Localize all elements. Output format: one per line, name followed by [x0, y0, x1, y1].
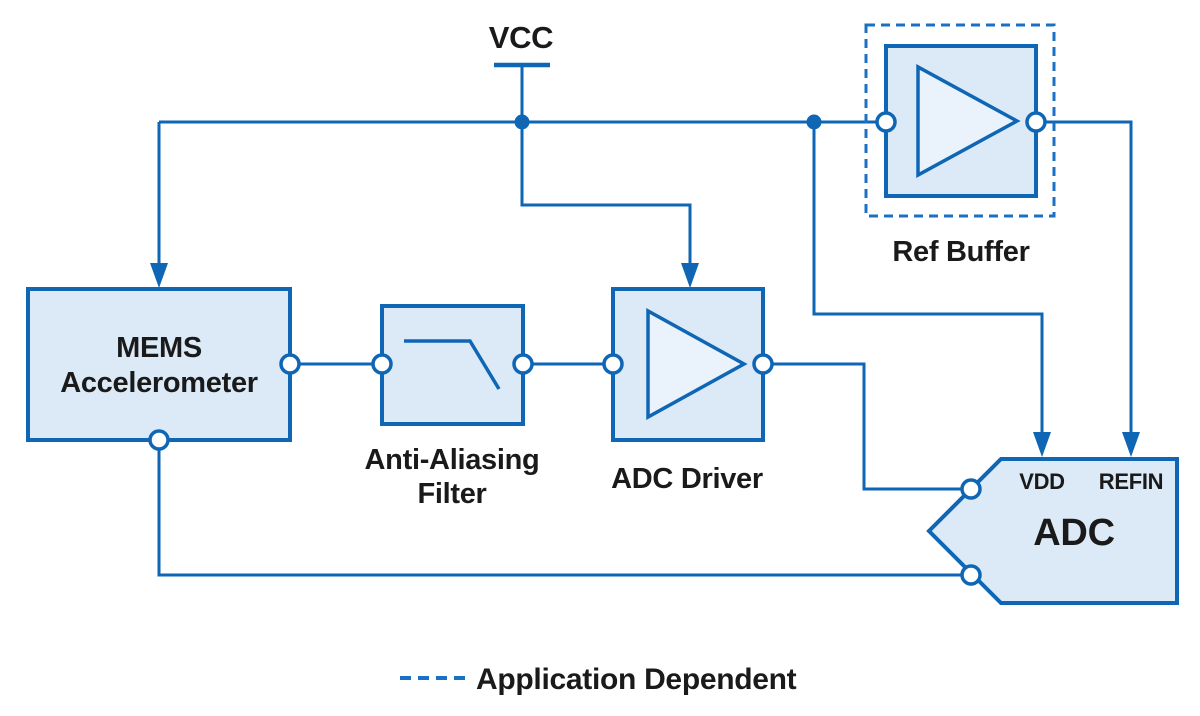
wire-driver-to-adc: [763, 362, 971, 491]
adc-pin-refin-label: REFIN: [1099, 469, 1164, 494]
mems-accelerometer-block: MEMS Accelerometer: [26, 287, 292, 442]
legend-label: Application Dependent: [476, 663, 797, 696]
anti-aliasing-filter-block: Anti-Aliasing Filter: [365, 304, 540, 510]
arrow-down-icon: [1122, 432, 1140, 457]
junction-dot: [514, 114, 530, 130]
arrowheads: [150, 263, 1140, 457]
wire-vcc-to-adc-driver: [520, 65, 692, 266]
mems-accelerometer-box: [26, 287, 292, 442]
application-dependent-outline: [864, 23, 1056, 218]
arrow-down-icon: [1033, 432, 1051, 457]
adc-block: VDD REFIN ADC: [926, 457, 1179, 605]
amplifier-triangle-icon: [646, 308, 748, 420]
mems-label-line2: Accelerometer: [60, 367, 258, 399]
vcc-label: VCC: [489, 20, 554, 55]
adc-label: ADC: [1033, 512, 1114, 554]
anti-aliasing-filter-box: [380, 304, 525, 426]
filter-output-port: [512, 353, 534, 375]
arrow-down-icon: [150, 263, 168, 288]
ref-buffer-label: Ref Buffer: [892, 236, 1029, 268]
buffer-triangle-icon: [916, 64, 1021, 178]
ref-buffer-block: Ref Buffer: [864, 23, 1056, 268]
lowpass-filter-icon: [404, 339, 501, 390]
driver-input-port: [602, 353, 624, 375]
adc-pin-vdd-label: VDD: [1019, 469, 1065, 494]
wire-supply-to-adc-vdd: [812, 122, 1044, 435]
refbuffer-output-port: [1025, 111, 1047, 133]
connection-ports: [148, 111, 1047, 586]
wires: [157, 62, 1133, 577]
mems-label-line1: MEMS: [116, 332, 202, 364]
filter-label-line2: Filter: [417, 478, 486, 510]
adc-driver-label: ADC Driver: [611, 463, 763, 495]
filter-input-port: [371, 353, 393, 375]
adc-pentagon: [926, 457, 1179, 605]
legend: Application Dependent: [400, 663, 797, 696]
arrow-down-icon: [681, 263, 699, 288]
mems-bottom-port: [148, 429, 170, 451]
adc-driver-block: ADC Driver: [611, 287, 765, 495]
wire-refbuffer-to-refin: [1036, 120, 1133, 435]
refbuffer-input-port: [875, 111, 897, 133]
adc-signal-input-port: [960, 478, 982, 500]
adc-return-port: [960, 564, 982, 586]
driver-output-port: [752, 353, 774, 375]
junction-dot: [806, 114, 822, 130]
wire-mems-to-adc-return: [157, 440, 971, 577]
mems-output-port: [279, 353, 301, 375]
filter-label-line1: Anti-Aliasing: [365, 444, 540, 476]
